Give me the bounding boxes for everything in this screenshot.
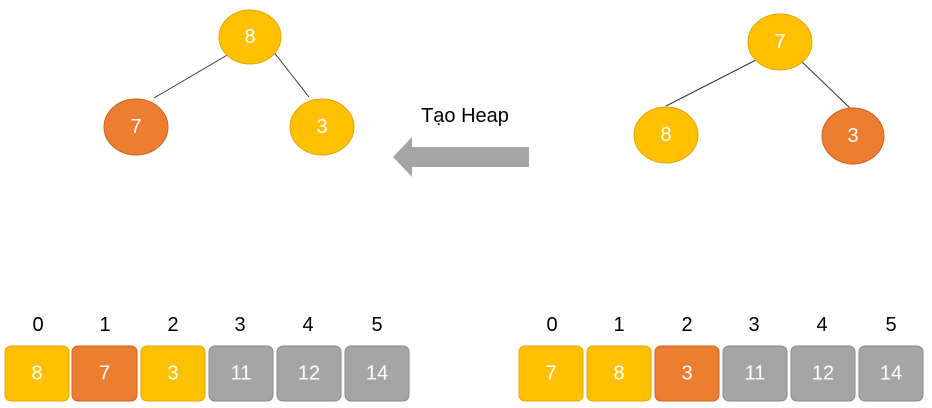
array-cell-value: 14 <box>880 363 902 385</box>
array-cell-box <box>722 345 788 402</box>
right-tree-right-value: 3 <box>847 125 858 147</box>
left-tree-right-value: 3 <box>316 116 327 138</box>
left-tree-edge-root-right <box>272 50 310 98</box>
array-cell: 7 <box>71 345 138 402</box>
right-tree-right-node: 3 <box>821 107 885 165</box>
array-cell-value: 3 <box>167 363 178 385</box>
right-tree-edge-root-right <box>797 57 854 112</box>
array-cell: 12 <box>790 345 856 402</box>
left-array-index: 0 <box>32 314 43 336</box>
left-tree-edge-root-left <box>153 53 230 99</box>
transform-arrow: Tạo Heap <box>393 105 529 177</box>
left-tree-root-circle <box>218 9 282 65</box>
left-array-index: 4 <box>302 314 313 336</box>
left-tree-right-node: 3 <box>289 98 355 156</box>
array-cell-box <box>858 345 924 402</box>
left-array-cells: 8 7 3 11 12 14 <box>4 345 410 402</box>
left-array-index: 1 <box>99 314 110 336</box>
array-cell-box <box>586 345 652 402</box>
left-array: 0 1 2 3 4 5 8 7 3 11 <box>4 314 410 402</box>
array-cell-value: 11 <box>231 363 252 385</box>
left-array-index: 2 <box>167 314 178 336</box>
left-tree-left-value: 7 <box>130 116 141 138</box>
left-arrow-icon <box>393 137 529 177</box>
array-cell: 7 <box>518 345 584 402</box>
right-array-index: 5 <box>885 314 896 336</box>
right-array-index-row: 0 1 2 3 4 5 <box>546 314 896 336</box>
left-tree-left-node: 7 <box>103 98 169 156</box>
right-tree-left-circle <box>633 106 699 164</box>
left-array-index: 5 <box>371 314 382 336</box>
right-array-index: 3 <box>748 314 759 336</box>
array-cell: 3 <box>140 345 206 402</box>
left-tree-right-circle <box>289 98 355 156</box>
right-array-index: 1 <box>613 314 624 336</box>
array-cell: 8 <box>586 345 652 402</box>
right-array-index: 2 <box>681 314 692 336</box>
array-cell: 14 <box>858 345 924 402</box>
array-cell-box <box>344 345 410 402</box>
array-cell-box <box>208 345 274 402</box>
array-cell-box <box>518 345 584 402</box>
array-cell-value: 7 <box>99 363 110 385</box>
array-cell-value: 11 <box>745 363 766 385</box>
array-cell: 12 <box>276 345 342 402</box>
right-array-cells: 7 8 3 11 12 14 <box>518 345 924 402</box>
right-tree-root-value: 7 <box>774 31 785 53</box>
array-cell-value: 8 <box>31 363 42 385</box>
array-cell: 3 <box>654 345 720 402</box>
left-tree-root-node: 8 <box>218 9 282 65</box>
right-array-index: 4 <box>816 314 827 336</box>
right-array: 0 1 2 3 4 5 7 8 3 11 <box>518 314 924 402</box>
left-tree-root-value: 8 <box>244 26 255 48</box>
right-tree-root-circle <box>747 13 813 71</box>
array-cell-value: 14 <box>366 363 388 385</box>
array-cell: 8 <box>4 345 70 402</box>
left-array-index-row: 0 1 2 3 4 5 <box>32 314 382 336</box>
right-tree-left-value: 8 <box>660 124 671 146</box>
array-cell-value: 3 <box>681 363 692 385</box>
right-tree: 7 8 3 <box>633 13 885 165</box>
array-cell-box <box>276 345 342 402</box>
right-array-index: 0 <box>546 314 557 336</box>
right-tree-edge-root-left <box>665 58 759 107</box>
array-cell-box <box>654 345 720 402</box>
array-cell-value: 12 <box>812 363 834 385</box>
array-cell-value: 8 <box>613 363 624 385</box>
array-cell: 11 <box>722 345 788 402</box>
right-tree-right-circle <box>821 107 885 165</box>
array-cell-box <box>790 345 856 402</box>
array-cell-box <box>71 345 138 402</box>
array-cell-box <box>4 345 70 402</box>
array-cell: 11 <box>208 345 274 402</box>
array-cell: 14 <box>344 345 410 402</box>
arrow-label: Tạo Heap <box>421 105 509 127</box>
left-array-index: 3 <box>234 314 245 336</box>
array-cell-value: 7 <box>545 363 556 385</box>
array-cell-box <box>140 345 206 402</box>
right-tree-left-node: 8 <box>633 106 699 164</box>
left-tree-left-circle <box>103 98 169 156</box>
right-tree-root-node: 7 <box>747 13 813 71</box>
array-cell-value: 12 <box>298 363 320 385</box>
left-tree: 8 7 3 <box>103 9 355 156</box>
